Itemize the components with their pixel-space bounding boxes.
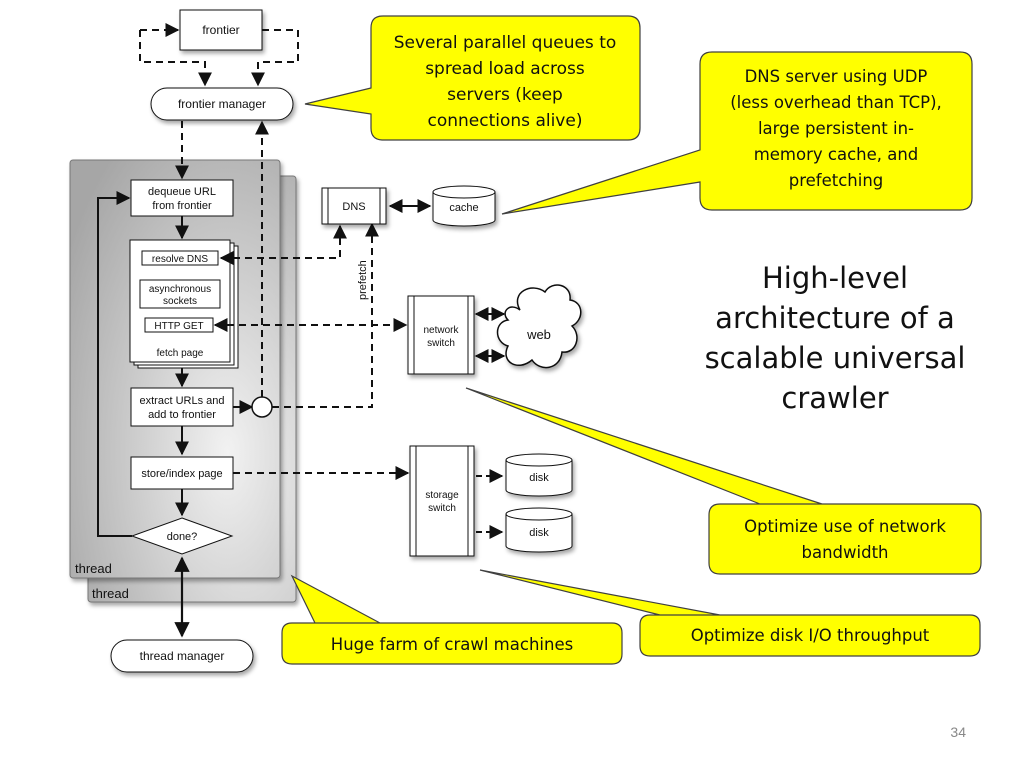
- extract-box: [130, 387, 234, 427]
- frontier-loop-left: [139, 30, 212, 87]
- dns-label: DNS: [342, 201, 365, 213]
- callout-dns-line-3: large persistent in-: [758, 119, 914, 138]
- callout-network-bandwidth: [465, 387, 982, 575]
- prefetch-label: prefetch: [357, 260, 369, 300]
- callout-crawl-farm: [281, 574, 623, 665]
- thread-label-front: thread: [75, 561, 112, 576]
- http-get-label: HTTP GET: [154, 321, 203, 332]
- frontier-label: frontier: [202, 23, 239, 37]
- slide-title-line-4: crawler: [781, 381, 889, 415]
- storage-switch-label-2: switch: [428, 503, 456, 514]
- callout-network-line-2: bandwidth: [802, 543, 889, 562]
- resolve-dns-label: resolve DNS: [152, 254, 208, 265]
- frontier-manager-label: frontier manager: [178, 97, 266, 111]
- dequeue-label-1: dequeue URL: [148, 186, 216, 198]
- dns-box: [321, 187, 387, 225]
- callout-dns-line-4: memory cache, and: [754, 145, 919, 164]
- storage-switch-box: [409, 445, 475, 557]
- extract-label-1: extract URLs and: [140, 395, 225, 407]
- callout-parallel-queues-line-1: Several parallel queues to: [394, 33, 617, 53]
- slide-title: High-level architecture of a scalable un…: [690, 258, 980, 418]
- extract-label-2: add to frontier: [148, 409, 216, 421]
- dequeue-label-2: from frontier: [152, 200, 212, 212]
- http-get-box: [144, 317, 214, 333]
- junction-node: [251, 396, 273, 418]
- storage-switch-label-1: storage: [425, 490, 459, 501]
- callout-disk-io-text: Optimize disk I/O throughput: [691, 626, 930, 645]
- resolve-dns-to-dns: [219, 224, 347, 265]
- frontier-loop-right: [251, 29, 299, 87]
- callout-parallel-queues-line-2: spread load across: [425, 59, 585, 79]
- network-switch-label-1: network: [423, 325, 459, 336]
- disk-label-2: disk: [529, 527, 549, 539]
- thread-manager-box: [110, 639, 254, 673]
- slide-title-line-2: architecture of a: [715, 301, 955, 335]
- callout-disk-io: [479, 569, 981, 657]
- callout-dns-server: [501, 51, 973, 215]
- web-label: web: [526, 327, 551, 342]
- web-cloud: [496, 284, 582, 369]
- callout-crawl-farm-text: Huge farm of crawl machines: [331, 635, 573, 654]
- cache-label: cache: [449, 202, 478, 214]
- slide-title-line-3: scalable universal: [704, 341, 966, 375]
- callout-network-line-1: Optimize use of network: [744, 517, 946, 536]
- network-switch-box: [407, 295, 475, 375]
- done-label: done?: [167, 531, 198, 543]
- callout-dns-line-2: (less overhead than TCP),: [730, 93, 942, 112]
- async-sockets-label-2: sockets: [163, 296, 197, 307]
- resolve-dns-box: [141, 250, 219, 266]
- disk-cylinder-1: [505, 453, 573, 497]
- slide-title-line-1: High-level: [761, 261, 909, 295]
- disk-label-1: disk: [529, 472, 549, 484]
- done-loop-back: [97, 191, 132, 537]
- callout-parallel-queues-line-4: connections alive): [428, 111, 583, 131]
- frontier-manager-box: [150, 87, 294, 121]
- fetch-page-label: fetch page: [157, 348, 204, 359]
- done-diamond: [130, 517, 234, 555]
- callout-dns-line-5: prefetching: [789, 171, 884, 190]
- thread-panel-front: [69, 159, 281, 579]
- junction-to-dns-prefetch: [272, 222, 379, 408]
- network-switch-label-2: switch: [427, 338, 455, 349]
- dequeue-box: [130, 179, 234, 217]
- callout-dns-line-1: DNS server using UDP: [745, 67, 928, 86]
- async-sockets-box: [139, 279, 221, 309]
- frontier-box: [179, 9, 263, 51]
- store-index-label: store/index page: [141, 468, 222, 480]
- cache-cylinder: [432, 185, 496, 227]
- callout-parallel-queues: [304, 15, 641, 141]
- thread-label-back: thread: [92, 586, 129, 601]
- slide-number: 34: [950, 724, 966, 740]
- thread-manager-label: thread manager: [140, 649, 225, 663]
- disk-cylinder-2: [505, 507, 573, 553]
- async-sockets-label-1: asynchronous: [149, 284, 211, 295]
- callout-parallel-queues-line-3: servers (keep: [447, 85, 563, 105]
